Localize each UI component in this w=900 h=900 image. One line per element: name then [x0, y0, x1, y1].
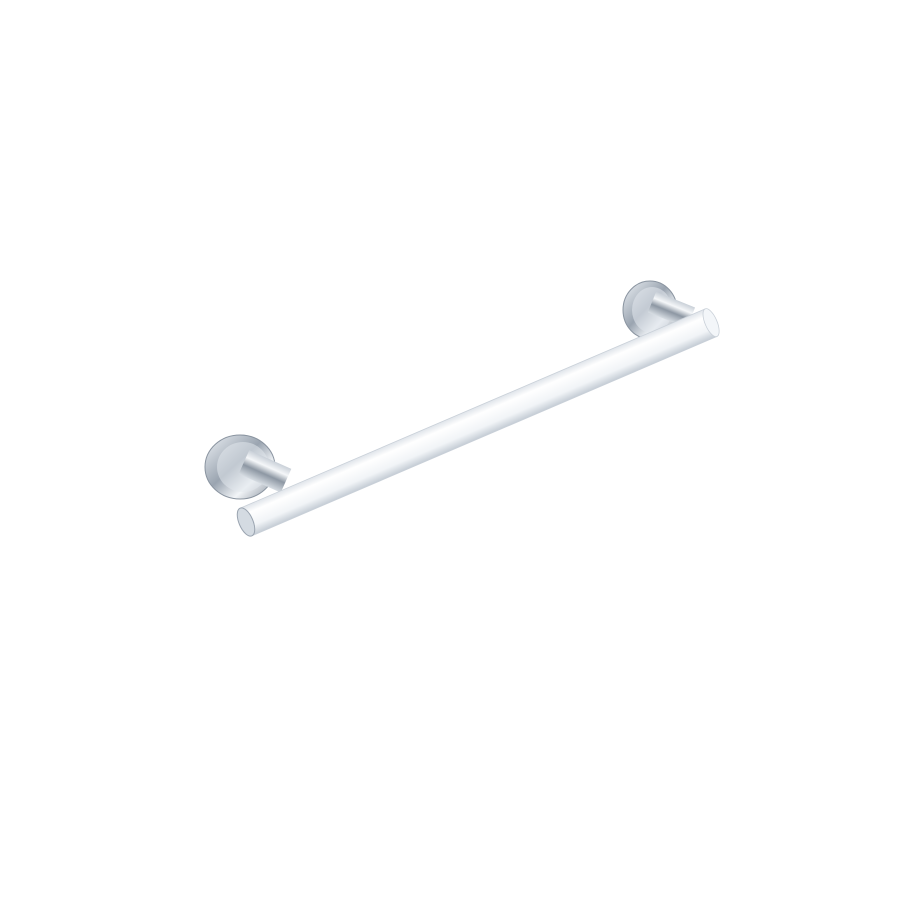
- bar-end-cap: [236, 507, 256, 537]
- left-wall-mount: [204, 434, 292, 500]
- towel-bar-rod: [236, 308, 720, 537]
